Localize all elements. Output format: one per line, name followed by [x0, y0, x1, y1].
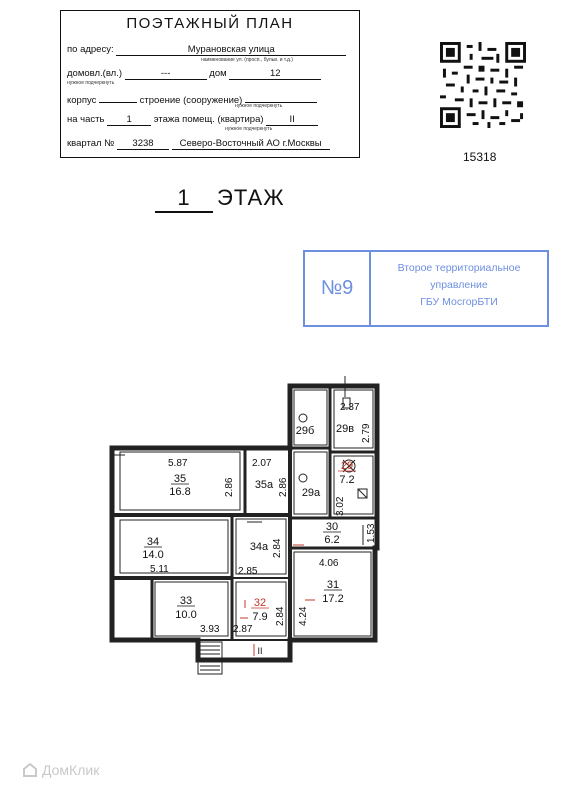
room-32-outline — [235, 581, 287, 637]
house-label: дом — [209, 68, 227, 79]
dim-237: 2.37 — [340, 402, 360, 413]
dimension-labels: 5.87 2.07 2.86 2.86 5.11 2.84 2.85 3.93 … — [150, 402, 377, 635]
room-29a-id: 29а — [302, 487, 321, 499]
room-29b-id: 29б — [296, 425, 315, 437]
bti-org-line-1: Второе территориальное — [397, 262, 521, 274]
dim-207: 2.07 — [252, 458, 272, 469]
building-label: домовл.(вл.) — [67, 68, 122, 79]
room-29-area: 7.2 — [339, 474, 354, 486]
vent-29 — [357, 488, 368, 499]
room-30-id: 30 — [326, 521, 338, 533]
dim-279: 2.79 — [361, 423, 372, 443]
room-31-area: 17.2 — [322, 593, 343, 605]
bti-stamp-number: №9 — [305, 252, 371, 325]
document-code: 15318 — [463, 150, 497, 164]
bti-org-line-2: управление — [430, 279, 488, 291]
sink-29v — [342, 397, 351, 409]
room-29v-outline — [333, 389, 374, 449]
room-34a-outline — [235, 518, 287, 575]
room-35-area: 16.8 — [169, 486, 190, 498]
room-31-outline — [293, 551, 372, 637]
address-row: по адресу: Мурановская улица — [67, 44, 347, 56]
plan-title: ПОЭТАЖНЫЙ ПЛАН — [126, 15, 294, 32]
watermark: ДомКлик — [22, 762, 99, 778]
house-value: 12 — [229, 68, 322, 80]
room-30-area: 6.2 — [324, 534, 339, 546]
stroenie-hint: нужное подчеркнуть — [235, 103, 283, 109]
korpus-label: корпус — [67, 95, 97, 106]
dim-153: 1.53 — [366, 523, 377, 543]
room-34-id: 34 — [147, 536, 159, 548]
qr-code — [440, 42, 526, 128]
korpus-value — [99, 91, 138, 103]
quarter-row: квартал № 3238 Северо-Восточный АО г.Мос… — [67, 138, 330, 150]
room-34a-id: 34а — [250, 541, 269, 553]
room-33-outline — [154, 581, 229, 637]
room-29a-outline — [293, 451, 328, 515]
korpus-row: корпус строение (сооружение) — [67, 91, 317, 106]
plan-header-stamp: ПОЭТАЖНЫЙ ПЛАН по адресу: Мурановская ул… — [60, 10, 360, 158]
room-29-id: 29 — [341, 460, 353, 472]
address-label: по адресу: — [67, 44, 114, 55]
address-hint: наименование ул. (просп., бульв. и т.д.) — [201, 57, 293, 63]
building-value: --- — [124, 68, 207, 80]
dim-286a: 2.86 — [224, 477, 235, 497]
room-35-id: 35 — [174, 473, 186, 485]
toilet-29b — [298, 413, 308, 423]
address-value: Мурановская улица — [116, 44, 347, 56]
building-row: домовл.(вл.) --- дом 12 — [67, 68, 322, 80]
watermark-text: ДомКлик — [42, 762, 100, 778]
room-35a-id: 35а — [255, 479, 274, 491]
part-value: 1 — [107, 114, 152, 126]
dim-302: 3.02 — [335, 496, 346, 516]
room-34-area-value: 14.0 — [142, 549, 163, 561]
fixture-29 — [342, 459, 356, 473]
dim-424: 4.24 — [298, 606, 309, 626]
floor-label: этажа помещ. (квартира) — [153, 114, 264, 125]
floor-value: II — [266, 114, 319, 126]
quarter-district: Северо-Восточный АО г.Москвы — [171, 138, 330, 150]
room-32-id: 32 — [254, 597, 266, 609]
bti-stamp: №9 Второе территориальное управление ГБУ… — [303, 250, 549, 327]
domclick-logo-icon — [23, 762, 37, 777]
stroenie-value — [244, 91, 317, 103]
room-32-area: 7.9 — [252, 611, 267, 623]
quarter-value: 3238 — [117, 138, 169, 150]
dim-393: 3.93 — [200, 624, 220, 635]
bti-org-line-3: ГБУ МосгорБТИ — [420, 296, 498, 308]
dim-285: 2.85 — [238, 566, 258, 577]
room-35-outline — [119, 451, 241, 511]
part-label: на часть — [67, 114, 105, 125]
dim-287: 2.87 — [233, 624, 253, 635]
room-33-id: 33 — [180, 595, 192, 607]
toilet-29a — [298, 473, 308, 483]
dim-284a: 2.84 — [272, 538, 283, 558]
room-29v-id: 29в — [336, 423, 354, 435]
floor-number: 1 — [155, 185, 213, 213]
entrance-label: II — [257, 646, 262, 656]
floor-label: ЭТАЖ — [217, 185, 285, 210]
dim-511: 5.11 — [150, 564, 169, 575]
part-row: на часть 1 этажа помещ. (квартира) II — [67, 114, 319, 126]
room-33-area: 10.0 — [175, 609, 196, 621]
room-34-outline — [119, 519, 229, 574]
part-hint: нужное подчеркнуть — [225, 126, 273, 132]
room-labels: 35 16.8 35а 34 14.0 34а 33 10.0 32 7.9 3… — [142, 423, 356, 656]
dim-406: 4.06 — [319, 558, 339, 569]
dim-286b: 2.86 — [278, 477, 289, 497]
room-29b-outline — [293, 389, 328, 446]
room-31-id: 31 — [327, 579, 339, 591]
building-hint: нужное подчеркнуть — [67, 80, 115, 86]
dim-587: 5.87 — [168, 458, 188, 469]
room-29-outline — [333, 455, 374, 515]
stroenie-label: строение (сооружение) — [139, 95, 243, 106]
bti-stamp-org: Второе территориальное управление ГБУ Мо… — [375, 260, 543, 311]
stairs — [197, 641, 223, 675]
quarter-label: квартал № — [67, 138, 115, 149]
dim-284b: 2.84 — [275, 606, 286, 626]
